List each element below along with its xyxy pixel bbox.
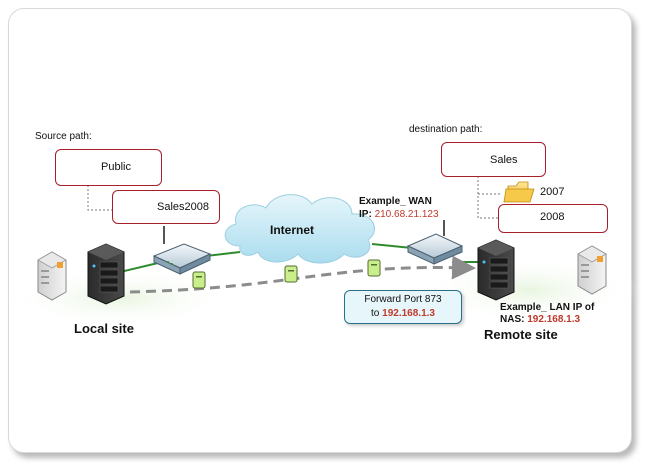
lan-nas-label: NAS: [500, 314, 525, 325]
source-public-box [55, 149, 162, 186]
forward-ip: 192.168.1.3 [382, 308, 435, 319]
destination-path-label: destination path: [409, 124, 483, 135]
link-nas-router-local [119, 262, 159, 273]
link-internet-router-remote [371, 243, 413, 249]
packet-icon [192, 271, 206, 289]
source-path-label: Source path: [35, 131, 92, 142]
nas-icon-remote [477, 239, 515, 301]
local-site-label: Local site [74, 321, 134, 336]
wan-ip-value: 210.68.21.123 [374, 209, 439, 220]
folder-label-sales: Sales [490, 154, 518, 166]
forward-target-line: to 192.168.1.3 [349, 307, 457, 321]
dest-2008-box [498, 204, 608, 233]
folder-icon-2007 [503, 181, 535, 203]
lan-ip-value: 192.168.1.3 [527, 314, 581, 325]
folder-label-2007: 2007 [540, 186, 565, 198]
forward-to-text: to [371, 308, 380, 319]
dest-tree-connector [477, 176, 500, 219]
internet-label: Internet [270, 223, 315, 237]
folder-label-2008: 2008 [540, 211, 565, 223]
folder-label-public: Public [101, 161, 131, 173]
server-icon-local [37, 251, 67, 301]
folder-label-sales2008: Sales2008 [157, 201, 209, 213]
remote-site-label: Remote site [484, 327, 558, 342]
source-sales2008-box [112, 190, 220, 224]
wan-ip-line: IP: 210.68.21.123 [359, 209, 439, 220]
link-router-internet [205, 251, 241, 257]
wan-title: Example_ WAN [359, 196, 432, 207]
packet-icon [367, 259, 381, 277]
internet-cloud [224, 194, 375, 264]
source-tree-connector [87, 185, 112, 211]
packet-icon [284, 265, 298, 283]
sync-flow-arrow [129, 255, 476, 294]
dest-sales-box [441, 142, 546, 177]
router-icon-local [152, 226, 212, 275]
lan-ip-line: NAS: 192.168.1.3 [500, 314, 580, 325]
port-forward-callout: Forward Port 873 to 192.168.1.3 [344, 290, 462, 324]
forward-port-text: Forward Port 873 [364, 294, 442, 305]
wan-ip-label: IP: [359, 209, 372, 220]
router-icon-remote [406, 220, 464, 265]
server-icon-remote [577, 245, 607, 295]
nas-icon-local [87, 243, 125, 305]
lan-title: Example_ LAN IP of [500, 302, 595, 313]
